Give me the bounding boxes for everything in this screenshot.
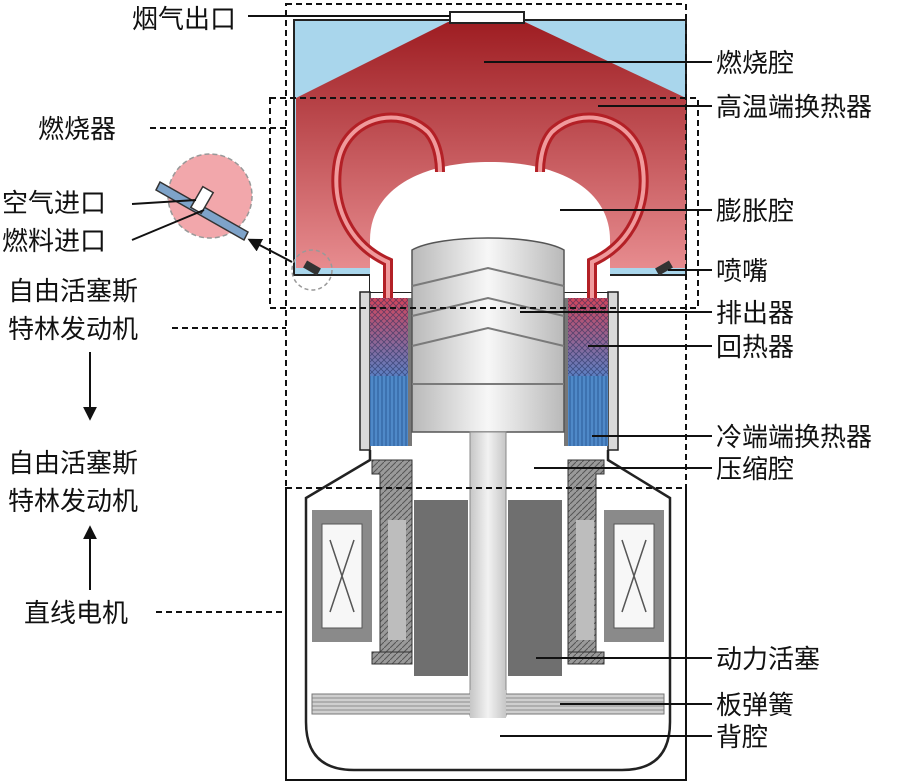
cylinder-wall-left <box>359 291 371 451</box>
outline-burner <box>269 97 699 309</box>
label-fuel-inlet: 燃料进口 <box>2 227 106 257</box>
cylinder-liner-left <box>408 298 412 446</box>
leader-air-inlet <box>131 199 197 205</box>
inlet-detail-arrow <box>247 238 293 263</box>
displacer-chevron-1 <box>411 266 565 287</box>
coil-left-cross <box>329 539 355 613</box>
regenerator-right-mesh <box>568 298 608 376</box>
regenerator-left-mesh <box>370 298 408 376</box>
label-regenerator: 回热器 <box>716 333 794 363</box>
label-flue-outlet: 烟气出口 <box>132 5 236 35</box>
power-piston-inner-left <box>388 520 406 640</box>
inlet-source-circle <box>291 249 333 291</box>
label-power-piston: 动力活塞 <box>716 645 820 675</box>
flue-outlet <box>449 11 525 24</box>
label-burner: 燃烧器 <box>38 115 116 145</box>
hot-hx-tube-left-inner <box>334 115 442 298</box>
label-fpse-top-line1: 自由活塞斯 <box>8 277 138 307</box>
label-air-inlet: 空气进口 <box>2 189 106 219</box>
power-piston-inner-right <box>576 520 594 640</box>
cylinder-wall-right <box>607 291 619 451</box>
label-compression-chamber: 压缩腔 <box>716 455 794 485</box>
cold-hx-right <box>568 376 608 446</box>
label-nozzle: 喷嘴 <box>716 257 768 287</box>
label-linear-motor: 直线电机 <box>24 599 128 629</box>
hot-hx-tube-right-inner <box>538 115 646 298</box>
label-plate-spring: 板弹簧 <box>716 691 794 721</box>
label-back-chamber: 背腔 <box>716 723 768 753</box>
displacer-rod <box>469 431 507 717</box>
leader-fuel-inlet <box>131 209 205 241</box>
label-combustion-chamber: 燃烧腔 <box>716 49 794 79</box>
coil-right-cross <box>621 539 647 613</box>
cylinder-liner-right <box>564 298 568 446</box>
rod-through-spring <box>470 690 506 718</box>
power-piston-magnet-right <box>508 500 562 676</box>
label-fpse-top-line2: 特林发动机 <box>8 315 138 345</box>
nozzle-left <box>303 260 321 276</box>
inlet-detail-nozzle <box>189 185 215 215</box>
label-fpse-mid-line2: 特林发动机 <box>8 487 138 517</box>
nozzle-right <box>655 260 673 276</box>
outline-linear-motor <box>285 487 687 781</box>
power-piston-magnet-left <box>414 500 468 676</box>
displacer-chevron-3 <box>411 326 565 347</box>
displacer-chevron-2 <box>411 296 565 317</box>
label-displacer: 排出器 <box>716 299 794 329</box>
cold-hx-left <box>370 376 408 446</box>
label-expansion-chamber: 膨胀腔 <box>716 197 794 227</box>
label-fpse-mid-line1: 自由活塞斯 <box>8 449 138 479</box>
label-hot-hx: 高温端换热器 <box>716 93 872 123</box>
label-cold-hx: 冷端端换热器 <box>716 423 872 453</box>
